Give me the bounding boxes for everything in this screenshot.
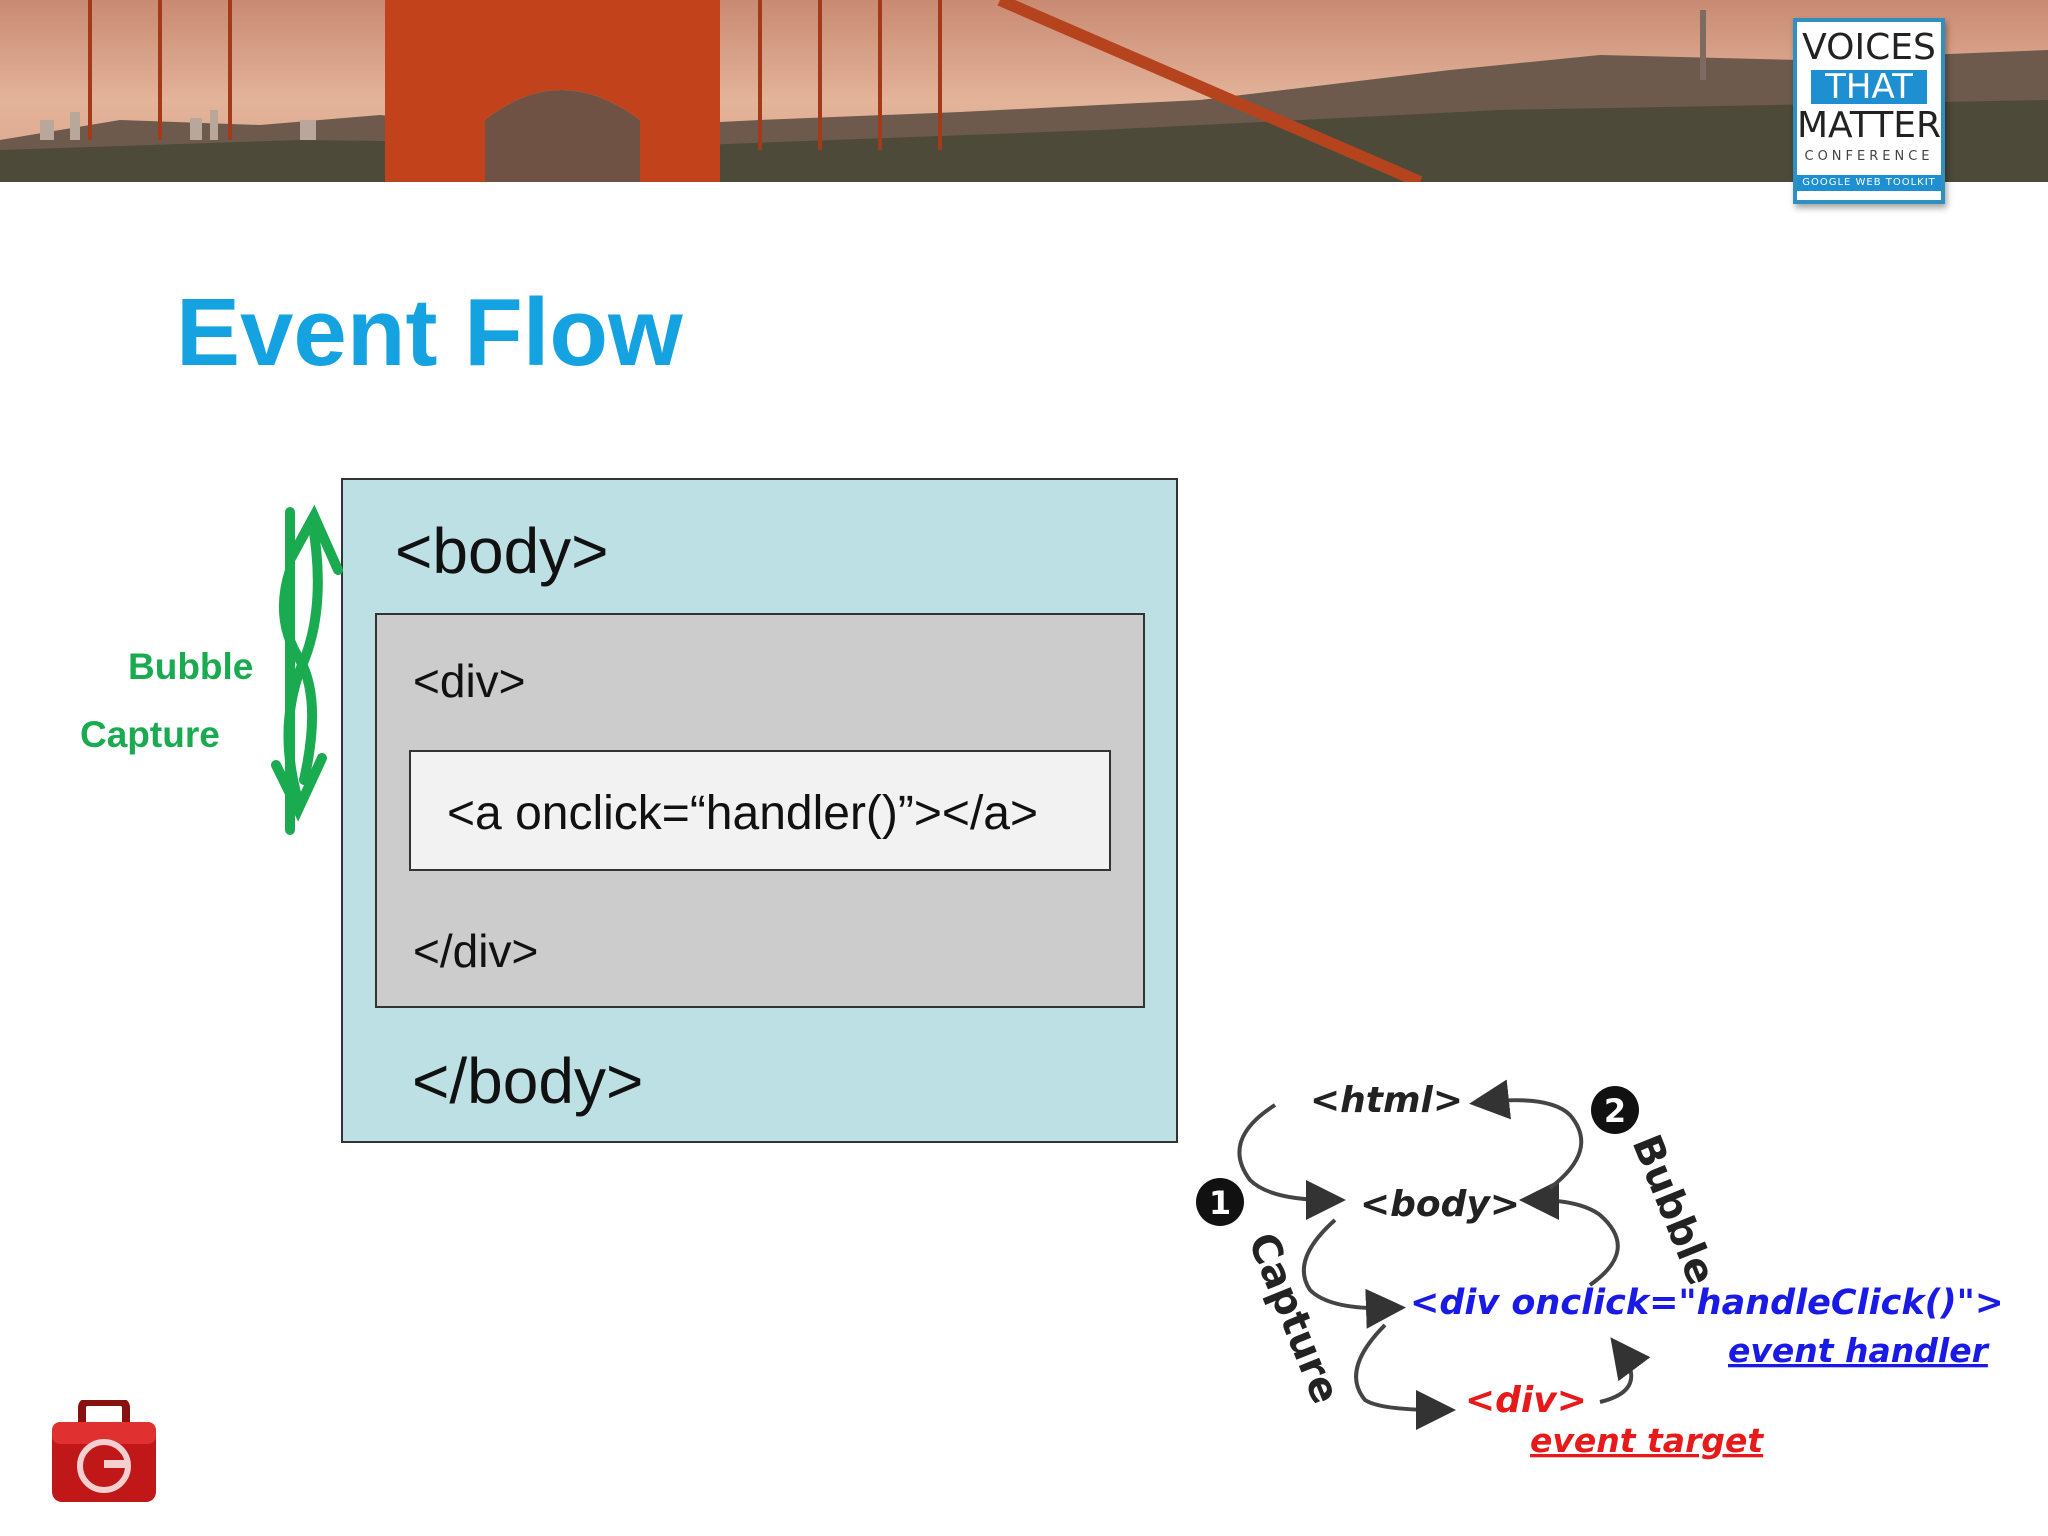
logo-text-voices: VOICES: [1802, 27, 1936, 68]
capture-arrow-1: [1237, 1103, 1346, 1220]
body-close-tag: </body>: [412, 1045, 644, 1117]
voices-that-matter-logo: VOICES THAT MATTER CONFERENCE GOOGLE WEB…: [1793, 18, 1945, 204]
inset-body-tag: <body>: [1360, 1184, 1520, 1225]
anchor-box: [409, 750, 1111, 871]
logo-text-gwt: GOOGLE WEB TOOLKIT: [1797, 175, 1941, 191]
capture-arrow-3: [1354, 1323, 1456, 1430]
bubble-step-number: 2: [1604, 1092, 1626, 1130]
bubble-arrow-2: [1519, 1180, 1620, 1287]
inset-bubble-label: Bubble: [1623, 1129, 1724, 1292]
bubble-label: Bubble: [128, 646, 254, 687]
div-open-tag: <div>: [413, 655, 526, 707]
golden-gate-photo: [0, 0, 2048, 182]
bubble-arrow-1: [1599, 1337, 1651, 1404]
bubble-arrowhead: [285, 504, 343, 575]
logo-text-matter: MATTER: [1797, 105, 1941, 146]
bubble-arrow-3: [1469, 1079, 1584, 1190]
body-open-tag: <body>: [395, 515, 609, 587]
bubble-step-marker: 2: [1591, 1086, 1639, 1134]
gwt-toolbox-icon: [52, 1400, 156, 1502]
inset-div-handler-tag: <div onclick="handleClick()">: [1410, 1283, 2000, 1323]
capture-arrow-2: [1301, 1218, 1406, 1329]
inset-event-handler-label: event handler: [1728, 1331, 1990, 1370]
bubble-capture-arrows: [271, 504, 343, 835]
logo-text-conference: CONFERENCE: [1804, 149, 1934, 164]
capture-arrowhead: [271, 753, 327, 822]
capture-curve: [278, 565, 318, 785]
logo-text-that: THAT: [1811, 70, 1927, 104]
inset-capture-label: Capture: [1239, 1227, 1349, 1411]
div-close-tag: </div>: [413, 925, 539, 977]
capture-step-marker: 1: [1196, 1178, 1244, 1226]
inset-html-tag: <html>: [1310, 1080, 1463, 1121]
capture-label: Capture: [80, 714, 220, 755]
event-flow-inset-diagram: <html> <body> <div onclick="handleClick(…: [1196, 1079, 2000, 1460]
inset-div-target-tag: <div>: [1465, 1380, 1587, 1421]
inset-event-target-label: event target: [1530, 1421, 1764, 1460]
capture-step-number: 1: [1209, 1184, 1231, 1222]
anchor-tag: <a onclick=“handler()”></a>: [447, 787, 1038, 840]
header-banner: [0, 0, 2048, 182]
slide-title: Event Flow: [176, 279, 683, 386]
